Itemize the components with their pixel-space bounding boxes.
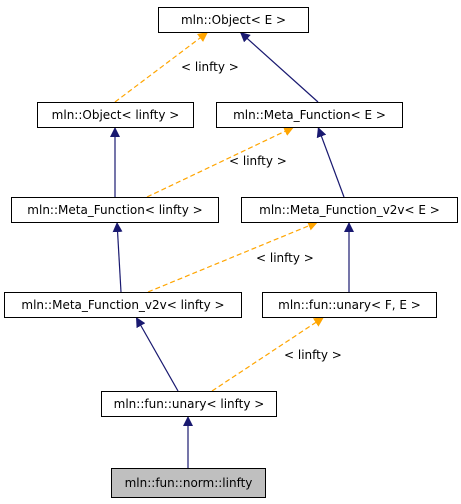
inheritance-edge-meta_function_v2v_e-to-meta_function_e — [316, 126, 345, 198]
class-node-box — [4, 292, 242, 318]
class-node-label: mln::Meta_Function_v2v< E > — [259, 203, 440, 217]
inheritance-edge-meta_function_e-to-object_e — [239, 31, 319, 103]
template-edge-meta_function_v2v_linfty-to-meta_function_v2v_e — [147, 221, 319, 293]
class-node-meta-function-v2v-e[interactable]: mln::Meta_Function_v2v< E > — [241, 197, 458, 223]
class-node-label: mln::fun::unary< F, E > — [278, 298, 421, 312]
edge-label: < linfty > — [256, 251, 314, 265]
inheritance-edge-fun_unary_linfty-to-meta_function_v2v_linfty — [135, 316, 179, 392]
class-node-label: mln::fun::norm::linfty — [125, 476, 253, 490]
class-node-box — [111, 468, 266, 498]
template-edge-meta_function_linfty-to-meta_function_e — [146, 126, 295, 198]
template-edge-fun_unary_linfty-to-fun_unary_f_e — [211, 316, 325, 392]
class-node-label: mln::Meta_Function< E > — [233, 108, 386, 122]
class-node-object-e[interactable]: mln::Object< E > — [158, 7, 309, 33]
class-node-box — [37, 102, 194, 128]
class-node-fun-unary-linfty[interactable]: mln::fun::unary< linfty > — [101, 391, 277, 417]
class-node-box — [262, 292, 437, 318]
edge-labels-layer: < linfty > < linfty > < linfty > < linfty > — [181, 60, 342, 362]
class-node-box — [241, 197, 458, 223]
class-node-meta-function-v2v-linfty[interactable]: mln::Meta_Function_v2v< linfty > — [4, 292, 242, 318]
inheritance-edge-meta_function_v2v_linfty-to-meta_function_linfty — [112, 221, 123, 293]
template-edge-object_linfty-to-object_e — [114, 31, 209, 103]
class-node-label: mln::Meta_Function< linfty > — [27, 203, 202, 217]
class-node-box — [158, 7, 309, 33]
class-node-label: mln::Meta_Function_v2v< linfty > — [21, 298, 224, 312]
class-node-label: mln::Object< linfty > — [52, 108, 180, 122]
class-node-meta-function-linfty[interactable]: mln::Meta_Function< linfty > — [11, 197, 219, 223]
class-node-box — [101, 391, 277, 417]
class-node-fun-unary-f-e[interactable]: mln::fun::unary< F, E > — [262, 292, 437, 318]
edge-label: < linfty > — [284, 348, 342, 362]
class-node-fun-norm-linfty[interactable]: mln::fun::norm::linfty — [111, 468, 266, 498]
class-node-box — [11, 197, 219, 223]
class-node-box — [216, 102, 403, 128]
class-node-object-linfty[interactable]: mln::Object< linfty > — [37, 102, 194, 128]
class-node-meta-function-e[interactable]: mln::Meta_Function< E > — [216, 102, 403, 128]
edge-label: < linfty > — [229, 154, 287, 168]
class-node-label: mln::Object< E > — [181, 13, 286, 27]
edge-label: < linfty > — [181, 60, 239, 74]
nodes-layer: mln::Object< E >mln::Object< linfty >mln… — [4, 7, 458, 498]
edges-layer — [110, 31, 354, 468]
class-node-label: mln::fun::unary< linfty > — [114, 397, 265, 411]
